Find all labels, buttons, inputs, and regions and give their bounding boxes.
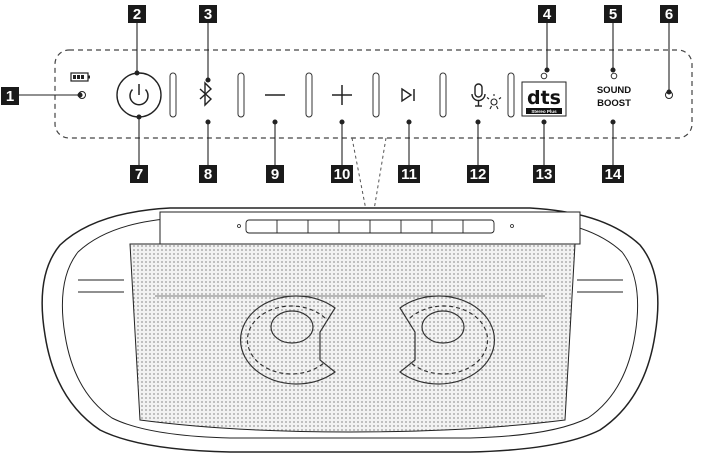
svg-text:8: 8	[204, 166, 212, 183]
callout-4: 4	[538, 5, 556, 23]
microphone-icon	[471, 83, 486, 107]
svg-text:1: 1	[6, 88, 14, 105]
button-separators	[169, 72, 515, 118]
battery-icon	[70, 72, 90, 82]
speaker-body	[41, 207, 659, 453]
dts-logo-text: dts	[527, 87, 561, 109]
callout-11: 11	[398, 165, 420, 183]
right-driver	[399, 295, 496, 385]
speaker-grille	[129, 243, 576, 433]
callout-7: 7	[130, 165, 148, 183]
control-panel-detail: dts Stereo Plus SOUND BOOST	[54, 49, 693, 139]
svg-text:14: 14	[605, 166, 622, 183]
leader-lines	[18, 23, 672, 165]
play-pause-icon	[401, 87, 415, 103]
sound-boost-line2: BOOST	[597, 98, 631, 109]
svg-text:13: 13	[536, 166, 553, 183]
svg-text:11: 11	[401, 166, 417, 183]
callout-badges: 1 2 3 4 5 6 7 8	[1, 5, 678, 183]
panel-outline	[54, 49, 693, 139]
callout-12: 12	[467, 165, 489, 183]
left-driver	[239, 295, 336, 385]
zoom-connector	[351, 137, 387, 211]
svg-text:4: 4	[543, 6, 552, 23]
svg-text:2: 2	[133, 6, 141, 23]
callout-10: 10	[331, 165, 353, 183]
svg-text:9: 9	[271, 166, 279, 183]
dts-sub-text: Stereo Plus	[531, 109, 557, 114]
svg-text:3: 3	[204, 6, 212, 23]
callout-2: 2	[128, 5, 146, 23]
callout-5: 5	[604, 5, 622, 23]
voice-assistant-button[interactable]	[456, 75, 504, 115]
power-icon	[129, 84, 149, 106]
callout-9: 9	[266, 165, 284, 183]
sound-boost-line1: SOUND	[597, 85, 631, 96]
volume-down-button[interactable]	[254, 75, 294, 115]
dts-led	[540, 72, 548, 80]
play-pause-button[interactable]	[389, 75, 429, 115]
bluetooth-button[interactable]	[186, 75, 226, 115]
sound-boost-led	[610, 72, 618, 80]
svg-text:10: 10	[334, 166, 351, 183]
dts-button[interactable]: dts Stereo Plus	[521, 81, 567, 117]
callout-14: 14	[602, 165, 624, 183]
svg-text:7: 7	[135, 166, 143, 183]
callout-13: 13	[533, 165, 555, 183]
mini-button-strip	[245, 219, 495, 234]
light-icon	[486, 94, 502, 110]
callout-8: 8	[199, 165, 217, 183]
callout-6: 6	[660, 5, 678, 23]
svg-text:12: 12	[470, 166, 487, 183]
power-button[interactable]	[116, 72, 162, 118]
svg-text:5: 5	[609, 6, 617, 23]
callout-3: 3	[199, 5, 217, 23]
volume-up-button[interactable]	[322, 75, 362, 115]
bluetooth-icon	[199, 81, 213, 107]
sound-boost-button[interactable]: SOUND BOOST	[589, 82, 639, 114]
callout-1: 1	[1, 87, 19, 105]
svg-text:6: 6	[665, 6, 673, 23]
plus-icon	[332, 85, 352, 105]
